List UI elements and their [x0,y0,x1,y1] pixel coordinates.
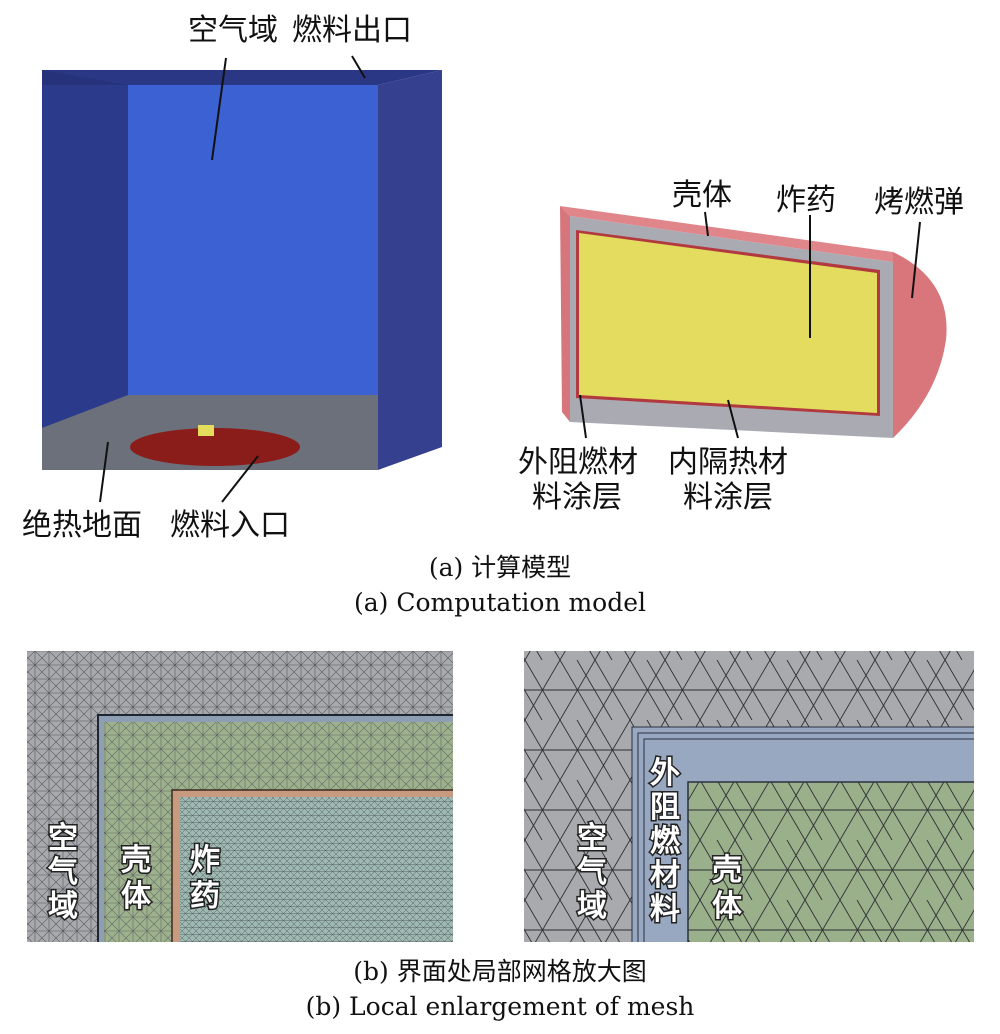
air-domain-left-face [42,70,128,85]
label-fuel-outlet: 燃料出口 [292,13,412,48]
air-domain-top-face [42,70,442,85]
fuel-inlet [130,428,300,466]
leader-inlet [221,455,259,503]
label-shell: 壳体 [672,178,732,213]
mesh-left-panel: 空 气 域 壳 体 炸 药 [27,651,453,942]
leader-bomb [911,221,921,299]
bomb-left-face [560,206,570,422]
mesh-right-air-2: 气 [577,855,607,890]
caption-a-en: (a) Computation model [354,588,646,617]
label-inner-coating-1: 内隔热材 [668,445,788,480]
label-air-domain: 空气域 [188,13,278,48]
caption-a-zh: (a) 计算模型 [428,553,572,582]
mesh-left-air-3: 域 [48,889,78,924]
mesh-left-shell-2: 体 [121,879,152,914]
mesh-right-outer-4: 材 [650,858,680,893]
leader-ground [99,441,109,503]
mesh-right-shell-1: 壳 [712,853,742,888]
explosive [579,233,877,413]
bomb-end-cap [893,252,947,438]
leader-air [211,57,227,161]
leader-outer-coating [579,394,587,439]
air-domain-back-left [42,85,128,428]
leader-outlet [351,55,366,79]
air-domain-model: 空气域 燃料出口 绝热地面 燃料入口 [22,13,442,543]
label-cookoff-bomb: 烤燃弹 [874,185,964,220]
mesh-right-outer-5: 料 [650,892,680,927]
mesh-right-air-3: 域 [577,889,607,924]
mesh-left-exp-2: 药 [190,879,220,914]
leader-shell [704,211,709,237]
mesh-right-shell-2: 体 [712,889,743,924]
mesh-left-exp-1: 炸 [190,843,220,878]
cookoff-bomb-model: 壳体 炸药 烤燃弹 外阻燃材 料涂层 内隔热材 料涂层 [518,178,964,515]
mesh-right-outer-3: 燃 [650,824,681,859]
mesh-left-air-1: 空 [48,821,78,856]
label-adiabatic-ground: 绝热地面 [22,508,142,543]
mesh-left-air-2: 气 [48,855,78,890]
bomb-marker [198,425,214,436]
air-domain-right-face [378,70,442,470]
mesh-right-panel: 空 气 域 外 阻 燃 材 料 壳 体 [524,651,974,942]
label-explosive: 炸药 [776,183,836,218]
mesh-left-shell-1: 壳 [121,843,151,878]
label-inner-coating-2: 料涂层 [683,480,773,515]
label-outer-coating-1: 外阻燃材 [518,445,638,480]
caption-b-en: (b) Local enlargement of mesh [305,992,695,1021]
mesh-right-air-1: 空 [577,821,607,856]
mesh-right-outer-1: 外 [650,756,680,791]
mesh-right-outer-2: 阻 [650,790,680,825]
label-outer-coating-2: 料涂层 [532,480,622,515]
air-domain-back-wall [128,85,378,395]
caption-b-zh: (b) 界面处局部网格放大图 [353,957,647,986]
label-fuel-inlet: 燃料入口 [170,508,290,543]
leader-inner-coating [727,399,739,439]
